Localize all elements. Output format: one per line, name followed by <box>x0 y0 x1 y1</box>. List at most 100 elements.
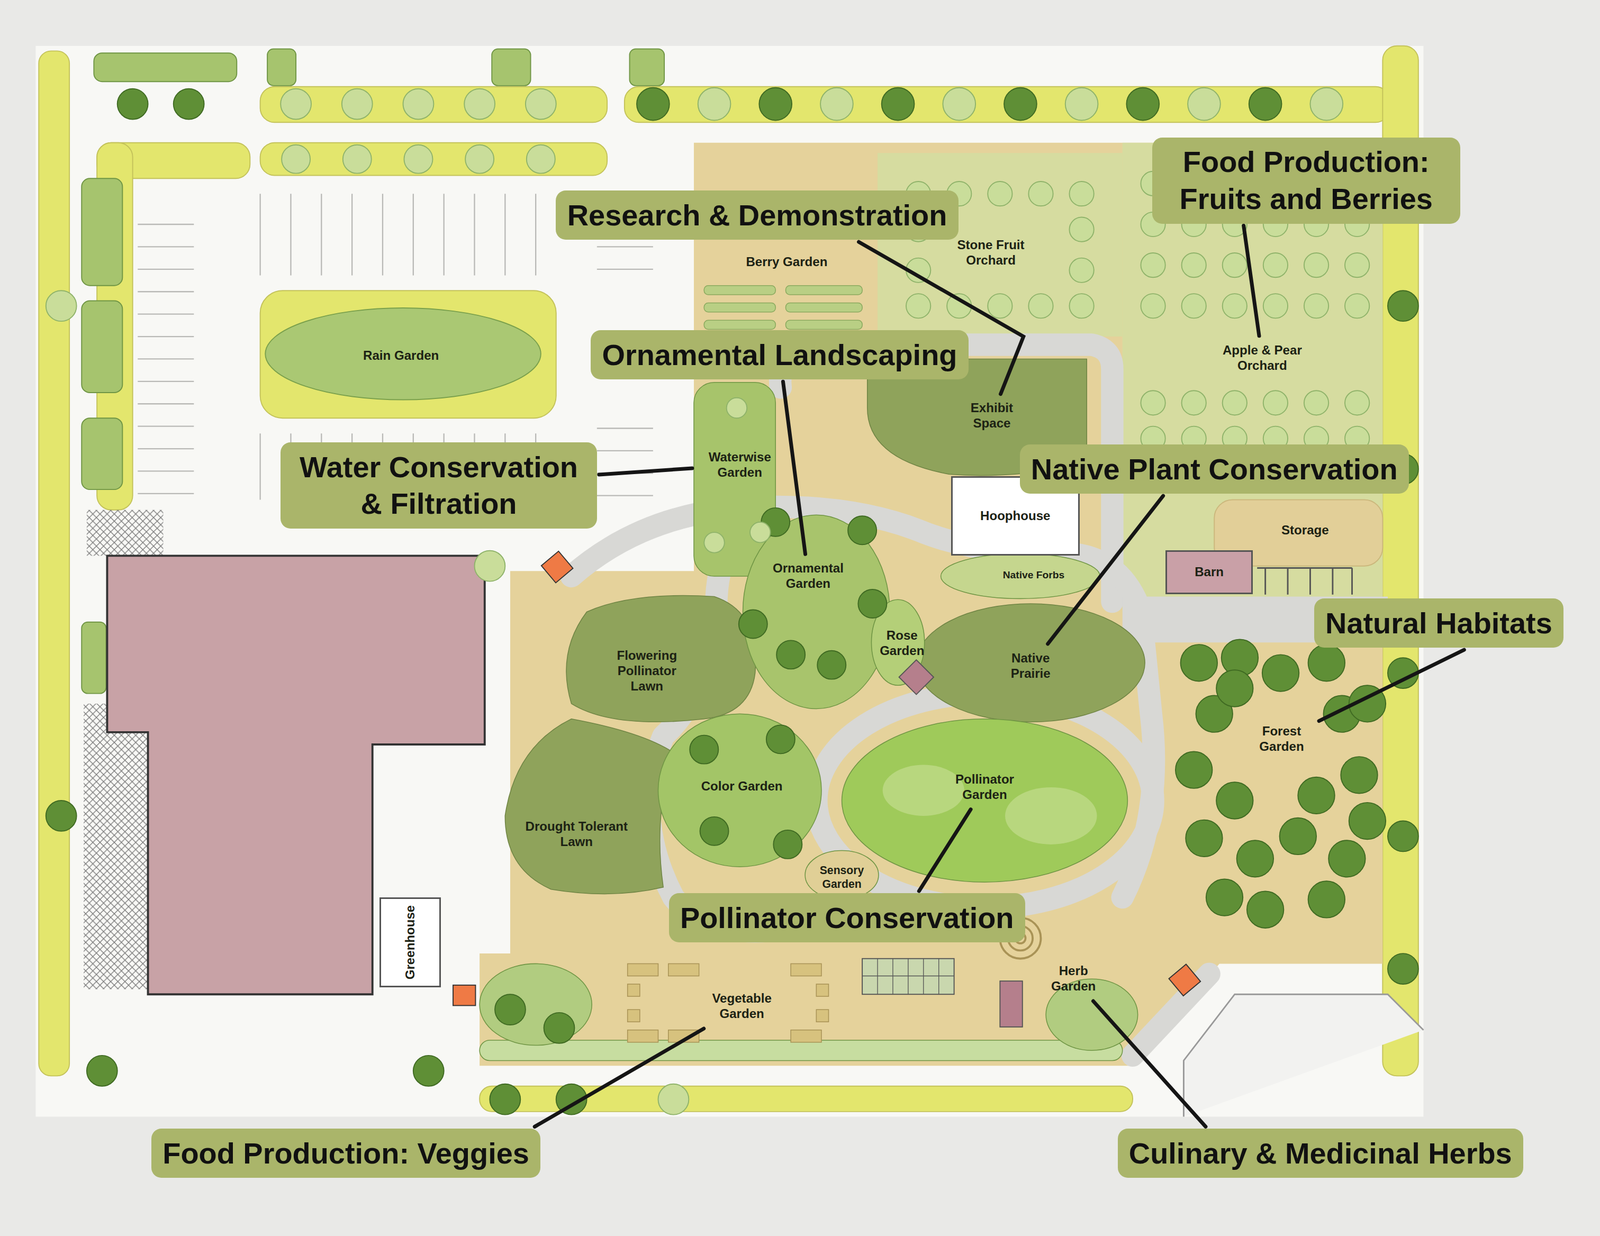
area-name: Greenhouse <box>402 905 419 981</box>
area-label: Drought Tolerant Lawn <box>512 816 641 853</box>
tree <box>1065 87 1099 121</box>
area-label: Rose Garden <box>873 625 931 662</box>
building-box: Barn <box>1165 550 1254 595</box>
tree <box>766 725 795 754</box>
rose-pavilion <box>899 660 934 695</box>
tree <box>1340 756 1378 794</box>
tree <box>403 88 435 120</box>
callout-box: Food Production: Fruits and Berries <box>1152 137 1461 224</box>
tree <box>1185 820 1223 857</box>
leader-line <box>599 468 693 475</box>
tree <box>1069 181 1094 206</box>
area-label: Sensory Garden <box>810 860 874 894</box>
leader-line <box>1318 649 1464 722</box>
tree <box>847 516 877 545</box>
tree <box>525 88 557 120</box>
tree <box>1344 252 1370 278</box>
callout-box: Ornamental Landscaping <box>590 330 969 380</box>
area-label: Apple & Pear Orchard <box>1208 339 1317 377</box>
hatched-paving <box>86 510 164 557</box>
tree <box>881 87 915 121</box>
area-name: Forest Garden <box>1251 724 1313 755</box>
tree <box>413 1055 445 1087</box>
tree <box>1308 644 1345 682</box>
tree <box>758 87 792 121</box>
hatched-paving <box>83 703 156 990</box>
area-name: Sensory Garden <box>814 863 871 891</box>
area-name: Herb Garden <box>1045 963 1102 995</box>
tree <box>1069 217 1094 242</box>
area-name: Hoophouse <box>980 508 1051 524</box>
tree <box>1236 840 1274 878</box>
tree <box>773 830 802 860</box>
area-label: Forest Garden <box>1248 721 1316 758</box>
area-label: Herb Garden <box>1042 961 1105 998</box>
area-label: Ornamental Garden <box>758 557 857 595</box>
area-name: Rose Garden <box>876 628 928 659</box>
tree <box>464 88 495 120</box>
callout-box: Research & Demonstration <box>555 190 958 240</box>
tree <box>1181 390 1207 415</box>
fence <box>1257 568 1352 595</box>
tree <box>698 87 731 121</box>
tree <box>776 640 806 670</box>
tree <box>465 145 494 174</box>
callout-text: Water Conservation & Filtration <box>291 448 586 523</box>
tree <box>1263 252 1288 278</box>
callout-text: Natural Habitats <box>1325 604 1553 643</box>
tree <box>280 88 312 120</box>
tree <box>46 290 77 322</box>
tree <box>820 87 854 121</box>
area-label: Storage <box>1278 519 1332 541</box>
tree <box>341 88 373 120</box>
tree <box>1216 782 1253 819</box>
tree <box>1028 181 1053 206</box>
callout-text: Food Production: Veggies <box>162 1135 530 1173</box>
tree <box>1222 252 1247 278</box>
tree <box>1069 258 1094 283</box>
tree <box>1308 881 1345 918</box>
tree <box>494 994 526 1026</box>
tree <box>700 817 729 846</box>
area-name: Pollinator Garden <box>946 772 1024 803</box>
leader-line <box>1092 1001 1206 1127</box>
callout-box: Natural Habitats <box>1314 598 1564 648</box>
area-label: Rain Garden <box>359 345 442 367</box>
area-name: Berry Garden <box>745 254 828 270</box>
tree <box>987 293 1012 319</box>
area-name: Ornamental Garden <box>762 561 855 592</box>
tree <box>1216 670 1253 707</box>
area-label: Native Forbs <box>999 566 1068 585</box>
tree <box>342 145 372 174</box>
tree <box>1140 293 1165 319</box>
area-name: Apple & Pear Orchard <box>1210 342 1314 374</box>
callout-box: Culinary & Medicinal Herbs <box>1117 1128 1524 1179</box>
tree <box>1181 252 1207 278</box>
tree <box>1263 293 1288 319</box>
area-label: Exhibit Space <box>957 398 1026 435</box>
bridges <box>453 551 1201 1007</box>
tree <box>474 550 505 582</box>
tree <box>1222 390 1247 415</box>
tree <box>1304 252 1329 278</box>
area-label: Waterwise Garden <box>695 446 784 484</box>
tree <box>281 145 311 174</box>
area-label: Native Prairie <box>999 647 1062 685</box>
neighbouring-building <box>1183 994 1424 1117</box>
tree <box>489 1084 521 1116</box>
tree <box>1309 87 1343 121</box>
callout-text: Food Production: Fruits and Berries <box>1163 143 1450 218</box>
tree <box>1262 654 1299 692</box>
tree <box>117 88 149 120</box>
area-label: Flowering Pollinator Lawn <box>608 645 686 698</box>
tree <box>1206 879 1243 916</box>
tree <box>1181 293 1207 319</box>
area-label: Berry Garden <box>743 251 831 273</box>
callout-text: Research & Demonstration <box>567 196 948 234</box>
tree <box>703 532 725 554</box>
tree <box>817 651 846 680</box>
area-name: Barn <box>1194 564 1224 581</box>
pergola <box>862 959 955 995</box>
callout-box: Pollinator Conservation <box>669 893 1026 943</box>
